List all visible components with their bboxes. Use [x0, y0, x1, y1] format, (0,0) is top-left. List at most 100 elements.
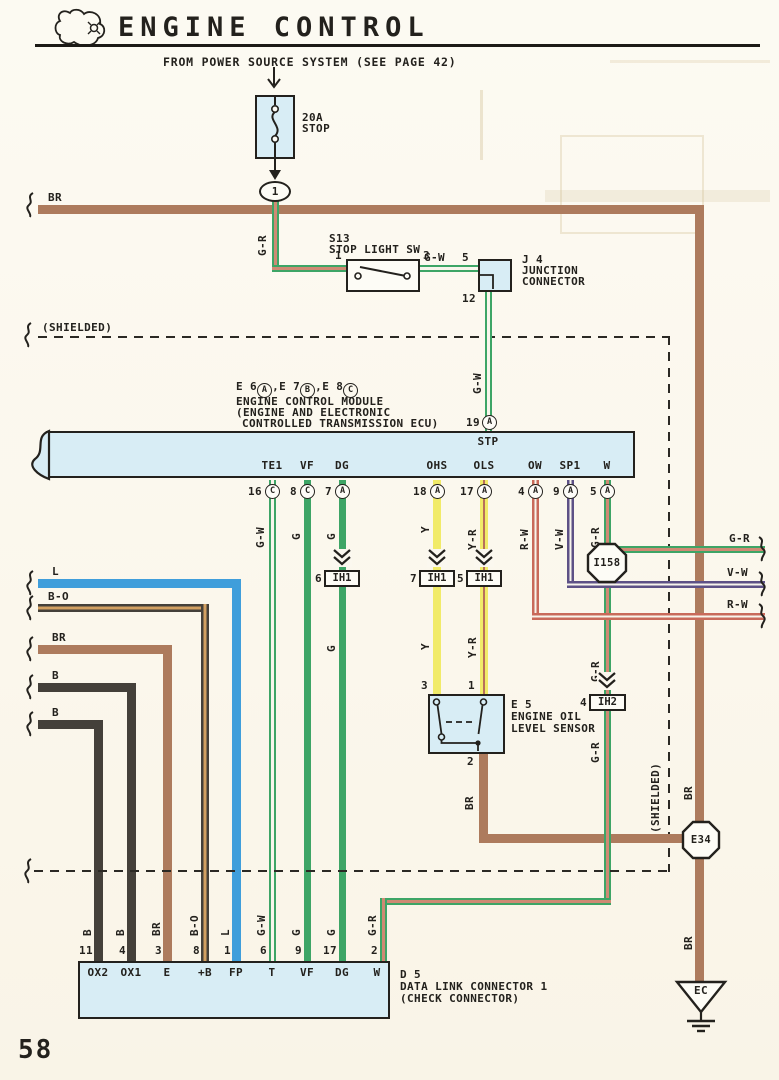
- y-wire-label: Y: [419, 642, 432, 650]
- j4-id-label: J 4: [522, 253, 544, 266]
- wire-rw-horizontal: [532, 613, 765, 620]
- ecu-pin19-number: 19: [465, 416, 480, 429]
- j4-terminal-5: 5: [462, 251, 470, 264]
- gr-wire-label: G-R: [366, 914, 379, 936]
- d5-pin-num-fp: 1: [223, 944, 231, 957]
- wire-br-oil-sensor-horizontal: [479, 834, 699, 843]
- ih2-num: 4: [579, 696, 587, 709]
- i158-junction-octagon: [586, 542, 628, 584]
- ecu-circle-c: C: [343, 383, 359, 398]
- d5-pin-num-t: 6: [259, 944, 267, 957]
- ecu-pin-letter-w: A: [600, 484, 615, 499]
- yr-wire-label: Y-R: [466, 636, 479, 658]
- fuse-symbol: [270, 95, 279, 159]
- e5-terminal-1: 1: [467, 679, 475, 692]
- wire-gr-w-drop: [380, 898, 387, 963]
- ih1-connector-ols: IH1: [466, 570, 502, 587]
- g-wire-label: G: [325, 928, 338, 936]
- ecu-name-line2: (ENGINE AND ELECTRONIC: [236, 406, 391, 419]
- ecu-pin-num-ohs: 18: [412, 485, 427, 498]
- shielded-label-right: (SHIELDED): [649, 762, 662, 833]
- gr-wire-label: G-R: [589, 741, 602, 763]
- wire-g-dg: [339, 480, 346, 963]
- shield-boundary-bottom: [34, 870, 670, 872]
- y-wire-label: Y: [419, 525, 432, 533]
- wire-vw-sp1-vertical: [567, 480, 574, 588]
- ecu-pin-num-sp1: 9: [552, 485, 560, 498]
- ecu-pin-label-ols: OLS: [473, 459, 495, 472]
- continuation-squiggle: [26, 674, 34, 700]
- d5-pin-label-fp: FP: [228, 966, 244, 979]
- s13-id-label: S13: [329, 232, 351, 245]
- arrowhead-icon: [269, 170, 281, 180]
- arrow-down-icon: [267, 67, 281, 89]
- ecu-id-e7: ,E 7: [272, 380, 301, 393]
- d5-pin-num-ox1: 4: [118, 944, 126, 957]
- g-wire-label: G: [325, 644, 338, 652]
- d5-pin-label-dg: DG: [334, 966, 350, 979]
- d5-id-label: D 5: [400, 968, 422, 981]
- ecu-pin-letter-te1: C: [265, 484, 280, 499]
- ecu-id-e8: ,E 8: [315, 380, 344, 393]
- wire-gr-w-horizontal: [380, 898, 611, 905]
- bleedthrough-artifact: [560, 135, 704, 234]
- ih1-label: IH1: [427, 572, 447, 584]
- ec-ground-label: EC: [693, 984, 709, 997]
- ecu-stp-pin-label: STP: [477, 435, 499, 448]
- ecu-pin-letter-vf: C: [300, 484, 315, 499]
- br-wire-label: BR: [48, 191, 63, 204]
- ih1-num-ohs: 7: [409, 572, 417, 585]
- wire-gr-fuse-horizontal: [272, 265, 348, 272]
- ground-symbol: [674, 980, 728, 1033]
- ecu-pin-label-vf: VF: [299, 459, 315, 472]
- oil-level-sensor-symbol: [432, 698, 488, 751]
- ecu-box: [46, 431, 635, 478]
- ecu-pin-label-ow: OW: [527, 459, 543, 472]
- continuation-squiggle: [758, 536, 766, 562]
- d5-pin-num-ox2: 11: [78, 944, 93, 957]
- wire-rw-ow-vertical: [532, 480, 539, 620]
- ecu-pin-label-w: W: [603, 459, 611, 472]
- wire-yr-ols: [480, 480, 488, 695]
- ecu-pin-letter-ohs: A: [430, 484, 445, 499]
- d5-pin-num-e: 3: [154, 944, 162, 957]
- yr-wire-label: Y-R: [466, 528, 479, 550]
- gr-wire-label: G-R: [256, 234, 269, 256]
- rw-wire-label: R-W: [727, 598, 749, 611]
- continuation-squiggle: [758, 571, 766, 597]
- e34-label: E34: [690, 834, 712, 846]
- wire-br-left-vertical: [163, 645, 172, 963]
- wire-bo-horizontal: [38, 604, 209, 612]
- d5-connector-box: [78, 961, 390, 1019]
- ecu-pin-num-ols: 17: [459, 485, 474, 498]
- continuation-squiggle: [26, 636, 34, 662]
- fuse-rating-label: 20A: [302, 111, 324, 124]
- br-wire-label: BR: [463, 795, 476, 810]
- d5-name-line1: DATA LINK CONNECTOR 1: [400, 980, 548, 993]
- ecu-torn-edge: [31, 429, 51, 481]
- continuation-squiggle: [26, 711, 34, 737]
- fuse-lead: [274, 159, 276, 172]
- g-wire-label: G: [325, 532, 338, 540]
- bo-wire-label: B-O: [48, 590, 70, 603]
- wire-bo-vertical: [201, 604, 209, 963]
- shield-boundary-top: [38, 336, 670, 338]
- s13-terminal-3: 3: [423, 249, 431, 262]
- wire-br-left-horizontal: [38, 645, 172, 654]
- ih1-connector-ohs: IH1: [419, 570, 455, 587]
- vw-wire-label: V-W: [727, 566, 749, 579]
- page-number: 58: [18, 1035, 54, 1065]
- wire-gw-te1: [269, 480, 276, 963]
- wire-gw-switch-to-j4: [417, 265, 480, 272]
- shield-boundary-right: [668, 336, 670, 872]
- ih2-connector: IH2: [589, 694, 626, 711]
- bleedthrough-artifact: [610, 60, 770, 63]
- double-chevron-icon: [427, 549, 447, 567]
- gw-wire-label: G-W: [424, 251, 446, 264]
- ecu-pin19-connector-letter: A: [482, 415, 497, 430]
- j4-name-line2: CONNECTOR: [522, 275, 586, 288]
- continuation-squiggle: [26, 595, 34, 621]
- gw-wire-label: G-W: [255, 914, 268, 936]
- double-chevron-icon: [474, 549, 494, 567]
